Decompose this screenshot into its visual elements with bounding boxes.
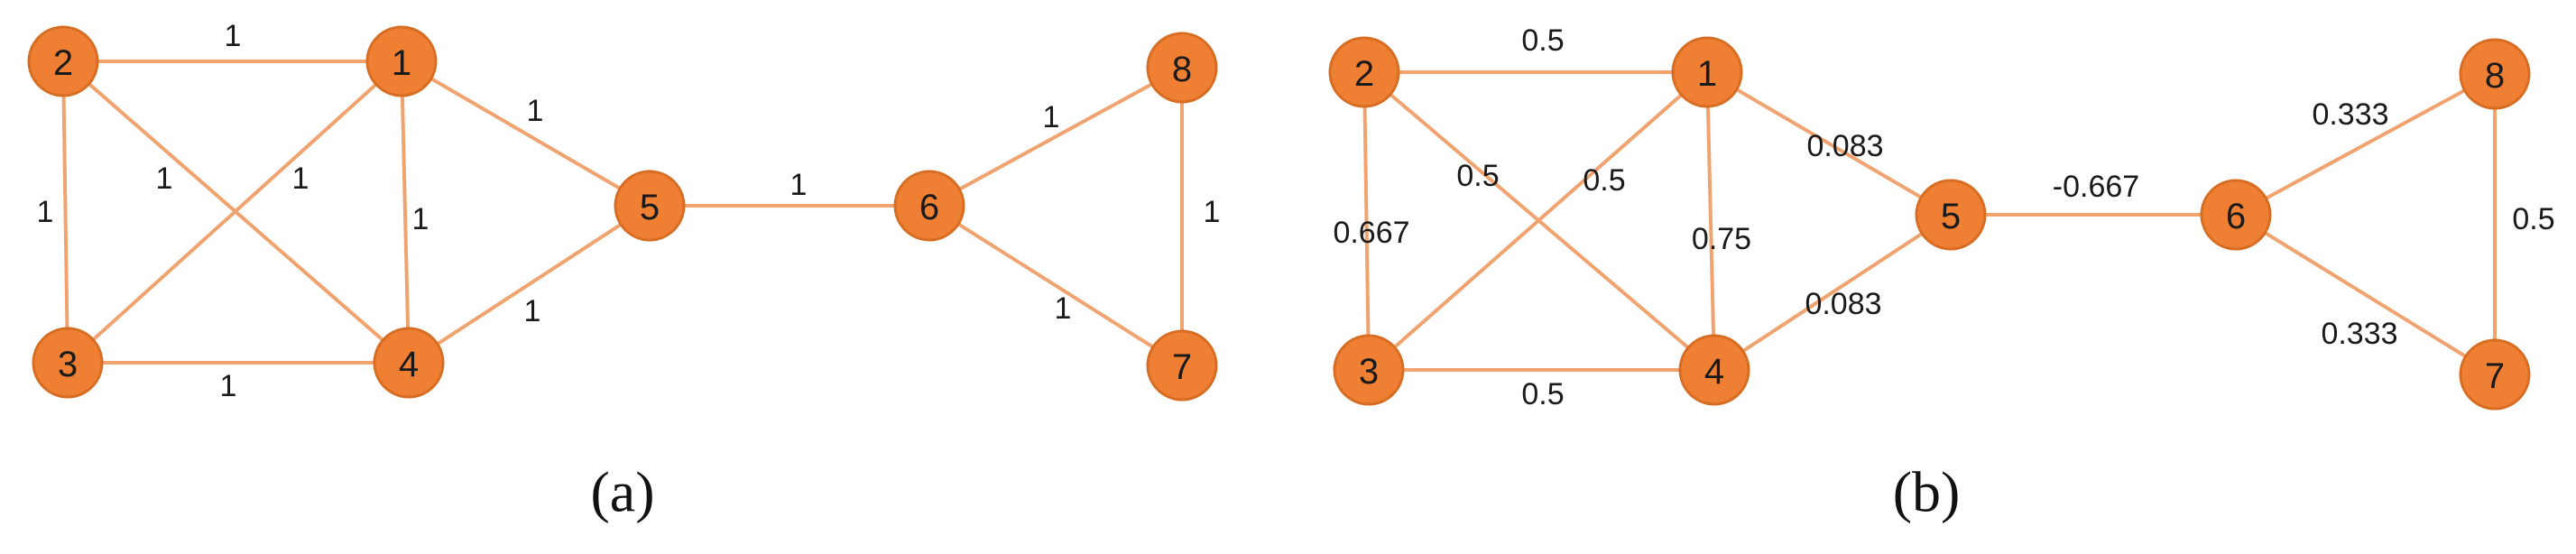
edge-6-8 xyxy=(928,66,1183,208)
svg-text:3: 3 xyxy=(1359,352,1379,392)
edge-1-5 xyxy=(400,60,651,208)
weight-label: 0.5 xyxy=(1521,377,1564,411)
panel-b-edges xyxy=(1362,70,2497,376)
svg-text:8: 8 xyxy=(2485,56,2505,96)
weight-label: 1 xyxy=(1055,291,1072,326)
svg-text:7: 7 xyxy=(2485,356,2505,396)
edge-4-5 xyxy=(1713,213,1953,372)
edge-4-5 xyxy=(407,204,651,365)
svg-text:7: 7 xyxy=(1172,347,1192,387)
svg-text:4: 4 xyxy=(399,345,419,384)
weight-label: -0.667 xyxy=(2053,170,2139,204)
panel-a-caption: (a) xyxy=(590,460,654,524)
panel-a-weights: 1 1 1 1 1 1 1 1 1 1 1 1 xyxy=(37,19,1221,403)
weight-label: 1 xyxy=(790,168,808,202)
node-2: 2 xyxy=(1328,36,1400,108)
weight-label: 1 xyxy=(225,19,242,53)
panel-b-weights: 0.5 0.667 0.5 0.5 0.5 0.75 0.083 0.083 -… xyxy=(1333,23,2554,411)
edge-6-8 xyxy=(2235,72,2496,217)
node-1: 1 xyxy=(1671,36,1743,108)
svg-text:8: 8 xyxy=(1172,50,1192,89)
weight-label: 0.5 xyxy=(1521,23,1564,58)
svg-text:5: 5 xyxy=(640,188,660,227)
weight-label: 1 xyxy=(37,195,54,229)
weight-label: 1 xyxy=(1043,100,1060,134)
edge-6-7 xyxy=(928,204,1184,367)
svg-text:1: 1 xyxy=(1697,54,1717,94)
svg-text:6: 6 xyxy=(919,188,939,227)
svg-text:3: 3 xyxy=(58,345,78,384)
weight-label: 0.5 xyxy=(1456,159,1499,193)
weight-label: 0.5 xyxy=(2512,202,2554,236)
weight-label: 0.083 xyxy=(1805,287,1881,321)
weight-label: 1 xyxy=(156,162,173,196)
panel-a: 1 1 1 1 1 1 1 1 1 1 1 1 1 2 3 4 5 6 7 8 … xyxy=(27,19,1221,524)
edge-1-4 xyxy=(400,60,411,364)
weight-label: 0.333 xyxy=(2312,97,2388,132)
node-7: 7 xyxy=(2459,338,2531,411)
weight-label: 1 xyxy=(412,202,429,236)
edge-6-7 xyxy=(2234,213,2497,376)
edge-3-1 xyxy=(1367,70,1709,372)
node-4: 4 xyxy=(1678,334,1750,406)
weight-label: 1 xyxy=(220,369,237,403)
weight-label: 0.667 xyxy=(1333,216,1409,250)
weight-label: 0.5 xyxy=(1583,163,1625,198)
edge-2-3 xyxy=(61,60,69,364)
node-5: 5 xyxy=(1915,179,1987,251)
panel-b-nodes: 1 2 3 4 5 6 7 8 xyxy=(1328,36,2531,411)
node-8: 8 xyxy=(1146,32,1218,104)
svg-text:2: 2 xyxy=(1354,54,1374,94)
weight-label: 1 xyxy=(527,94,544,128)
node-4: 4 xyxy=(373,327,445,399)
weight-label: 1 xyxy=(292,162,309,196)
node-6: 6 xyxy=(893,170,965,242)
node-1: 1 xyxy=(365,25,438,97)
panel-a-edges xyxy=(61,60,1184,367)
weight-label: 1 xyxy=(524,294,541,328)
svg-text:2: 2 xyxy=(53,43,73,83)
svg-text:5: 5 xyxy=(1941,197,1961,236)
node-7: 7 xyxy=(1146,329,1218,402)
node-6: 6 xyxy=(2200,179,2272,251)
weight-label: 0.083 xyxy=(1806,129,1883,163)
edge-1-4 xyxy=(1705,71,1716,371)
panel-a-nodes: 1 2 3 4 5 6 7 8 xyxy=(27,25,1218,402)
weight-label: 1 xyxy=(1204,195,1221,229)
svg-text:1: 1 xyxy=(392,43,411,83)
node-8: 8 xyxy=(2459,38,2531,110)
node-3: 3 xyxy=(32,327,104,399)
weight-label: 0.333 xyxy=(2321,317,2397,351)
panel-b-caption: (b) xyxy=(1893,460,1961,524)
node-2: 2 xyxy=(27,25,99,97)
node-3: 3 xyxy=(1333,334,1405,406)
svg-text:4: 4 xyxy=(1704,352,1724,392)
edge-3-1 xyxy=(66,60,403,365)
edge-2-3 xyxy=(1362,71,1371,371)
node-5: 5 xyxy=(614,170,686,242)
panel-b: 0.5 0.667 0.5 0.5 0.5 0.75 0.083 0.083 -… xyxy=(1328,23,2555,524)
weight-label: 0.75 xyxy=(1692,222,1751,256)
svg-text:6: 6 xyxy=(2226,197,2246,236)
edge-1-5 xyxy=(1705,70,1953,217)
